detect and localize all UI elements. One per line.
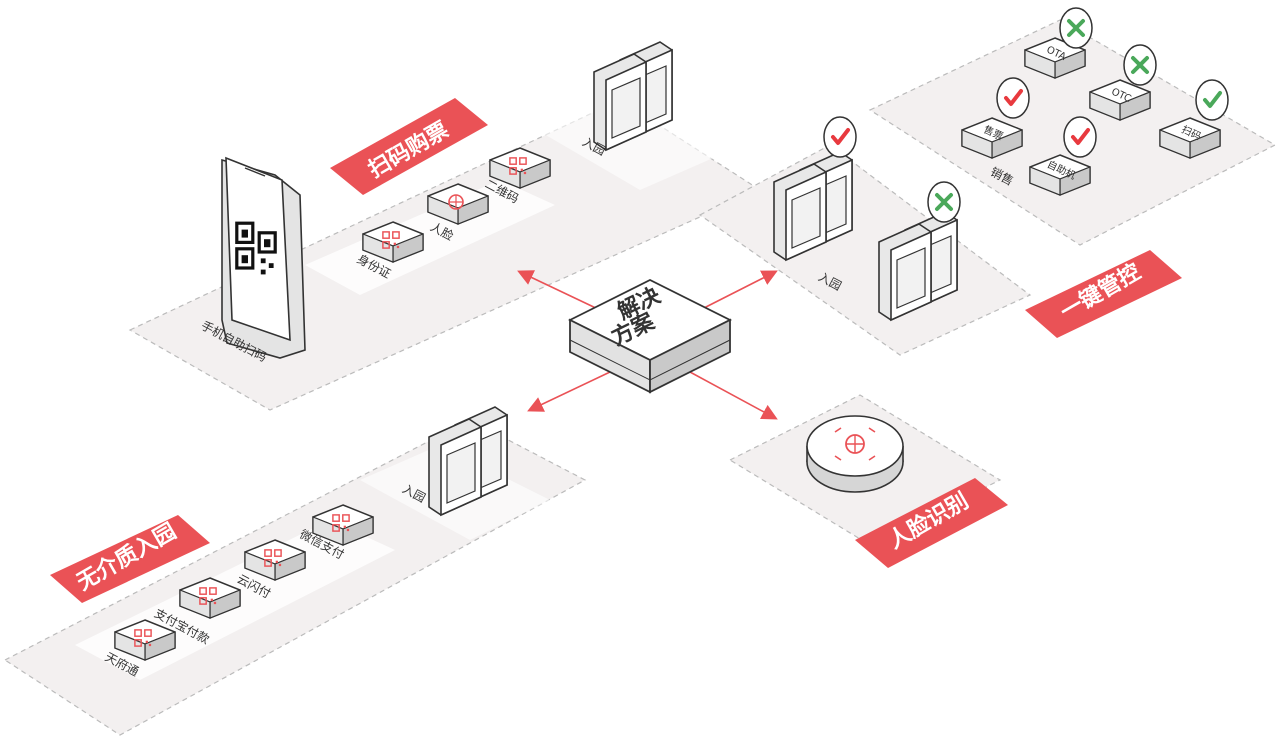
ticket-sales-tile: 售票 (961, 117, 1023, 159)
qr-code-icon (235, 221, 277, 275)
connector-arrows (517, 270, 778, 420)
phone: 手机自助扫码 (199, 156, 306, 365)
otc-tile: OTC (1089, 79, 1151, 121)
scan-entry-tile: 扫码 (1159, 117, 1221, 159)
one-key-banner: 一键管控 (1025, 250, 1182, 338)
ticket-sales-status-check (995, 76, 1031, 120)
face-recognition-device (806, 415, 904, 493)
scan-entry-status-check (1194, 78, 1230, 122)
face-tile (427, 183, 489, 225)
gate-1-status-check (822, 115, 858, 159)
face-recognition-icon (834, 427, 876, 461)
self-service-tile: 自助机 (1029, 154, 1091, 196)
center-solution-box: 解决 方案 (567, 278, 733, 394)
otc-status-cross (1122, 43, 1158, 87)
ota-status-cross (1058, 6, 1094, 50)
self-service-status-check (1062, 115, 1098, 159)
ota-tile: OTA (1024, 37, 1086, 79)
gate-2-status-cross (926, 180, 962, 224)
face-scan-icon (448, 194, 464, 210)
